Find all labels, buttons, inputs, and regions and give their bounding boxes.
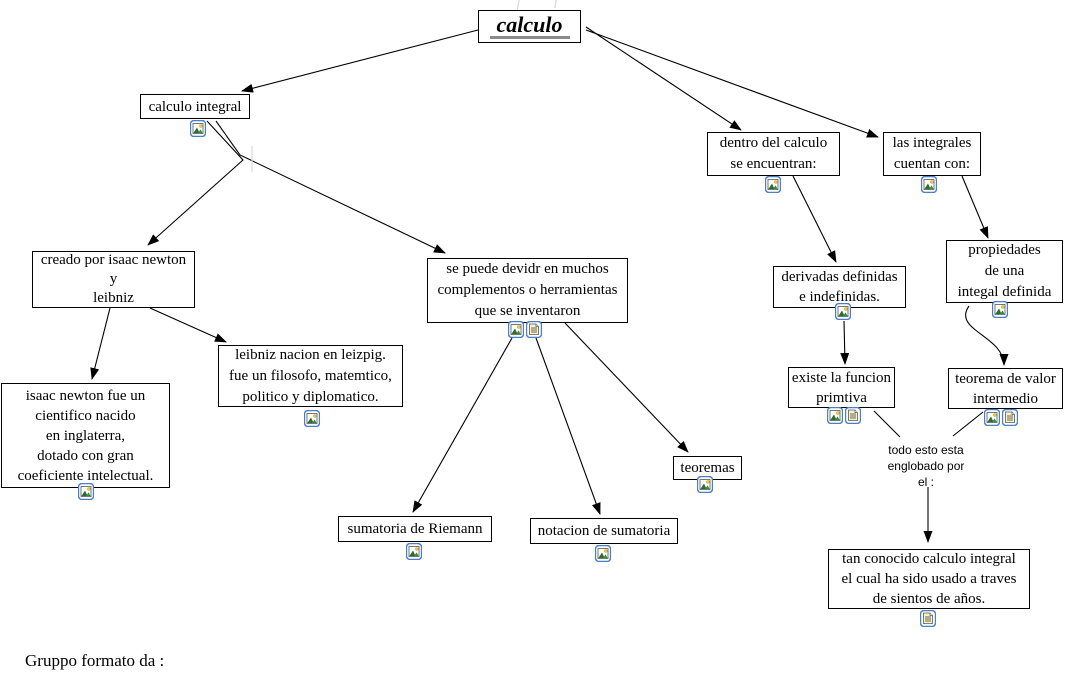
document-icon[interactable]: [845, 407, 861, 424]
image-icon[interactable]: [78, 483, 94, 500]
node-funcion-primitiva[interactable]: existe la funcion primtiva: [788, 367, 895, 408]
node-sumatoria-riemann[interactable]: sumatoria de Riemann: [338, 516, 492, 542]
linking-phrase-todo-esto-label: todo esto esta englobado por el :: [887, 443, 965, 489]
node-teorema-valor-intermedio[interactable]: teorema de valor intermedio: [948, 368, 1063, 409]
node-notacion-sumatoria-label: notacion de sumatoria: [537, 523, 671, 539]
image-icon[interactable]: [508, 321, 524, 338]
image-icon[interactable]: [190, 120, 206, 137]
edge-teorema-valor-todo-esto: [952, 411, 984, 437]
node-propiedades-label: propiedades de una integal definida: [957, 242, 1052, 300]
edge-se-puede-teoremas: [564, 322, 689, 453]
document-icon[interactable]: [920, 610, 936, 627]
image-icon[interactable]: [595, 545, 611, 562]
edge-se-puede-sumatoria: [412, 337, 513, 513]
node-las-integrales-label: las integrales cuentan con:: [892, 135, 972, 172]
node-isaac-newton[interactable]: isaac newton fue un cientifico nacido en…: [1, 383, 170, 488]
node-funcion-primitiva-label: existe la funcion primtiva: [791, 369, 892, 406]
edge-calculo-integral-se-puede: [215, 120, 446, 254]
edge-calculo-las-integrales: [585, 29, 879, 138]
node-calculo-label: calculo: [489, 13, 570, 39]
node-derivadas-label: derivadas definidas e indefinidas.: [781, 269, 898, 305]
node-calculo-integral-label: calculo integral: [148, 98, 242, 115]
edge-existe-todo-esto: [873, 410, 901, 438]
node-leibniz-label: leibniz nacion en leizpig. fue un filoso…: [229, 346, 392, 405]
edge-creado-leibniz: [149, 307, 227, 343]
image-icon[interactable]: [406, 543, 422, 560]
linking-phrase-todo-esto[interactable]: todo esto esta englobado por el :: [866, 442, 986, 490]
image-icon[interactable]: [827, 407, 843, 424]
edge-creado-newton: [90, 307, 111, 380]
edge-calculo-calculo-integral: [241, 29, 479, 93]
node-se-puede-dividir-label: se puede devidr en muchos complementos o…: [437, 261, 618, 319]
edge-dentro-derivadas: [792, 175, 837, 263]
node-teoremas-label: teoremas: [680, 460, 735, 476]
image-icon[interactable]: [697, 476, 713, 493]
image-icon[interactable]: [921, 176, 937, 193]
node-tan-conocido[interactable]: tan conocido calculo integral el cual ha…: [828, 549, 1030, 609]
stray-mark: [554, 0, 557, 9]
node-las-integrales[interactable]: las integrales cuentan con:: [883, 132, 981, 176]
node-propiedades[interactable]: propiedades de una integal definida: [946, 240, 1063, 303]
footer-credit: Gruppo formato da :: [25, 651, 165, 670]
node-dentro-del-calculo-label: dentro del calculo se encuentran:: [719, 135, 828, 172]
node-sumatoria-riemann-label: sumatoria de Riemann: [347, 521, 483, 537]
node-leibniz[interactable]: leibniz nacion en leizpig. fue un filoso…: [218, 345, 403, 407]
edge-propiedades-teorema-valor: [965, 305, 1009, 366]
node-creado-por[interactable]: creado por isaac newton y leibniz: [32, 251, 195, 308]
image-icon[interactable]: [992, 301, 1008, 318]
image-icon[interactable]: [765, 176, 781, 193]
node-se-puede-dividir[interactable]: se puede devidr en muchos complementos o…: [427, 258, 628, 323]
edge-se-puede-notacion: [535, 337, 601, 515]
node-calculo-integral[interactable]: calculo integral: [140, 94, 250, 119]
node-creado-por-label: creado por isaac newton y leibniz: [40, 252, 187, 306]
edge-calculo-dentro: [585, 26, 742, 131]
node-dentro-del-calculo[interactable]: dentro del calculo se encuentran:: [707, 132, 840, 176]
node-teorema-valor-intermedio-label: teorema de valor intermedio: [955, 370, 1056, 407]
edge-derivadas-existe: [840, 320, 850, 365]
node-calculo[interactable]: calculo: [478, 10, 581, 43]
edge-calculo-integral-creado: [147, 120, 244, 246]
document-icon[interactable]: [526, 321, 542, 338]
node-derivadas[interactable]: derivadas definidas e indefinidas.: [773, 266, 906, 308]
edge-las-integrales-propiedades: [961, 175, 989, 239]
image-icon[interactable]: [835, 303, 851, 320]
node-isaac-newton-label: isaac newton fue un cientifico nacido en…: [17, 387, 154, 484]
image-icon[interactable]: [304, 410, 320, 427]
node-tan-conocido-label: tan conocido calculo integral el cual ha…: [841, 551, 1017, 607]
node-notacion-sumatoria[interactable]: notacion de sumatoria: [530, 518, 678, 544]
image-icon[interactable]: [984, 409, 1000, 426]
document-icon[interactable]: [1002, 409, 1018, 426]
